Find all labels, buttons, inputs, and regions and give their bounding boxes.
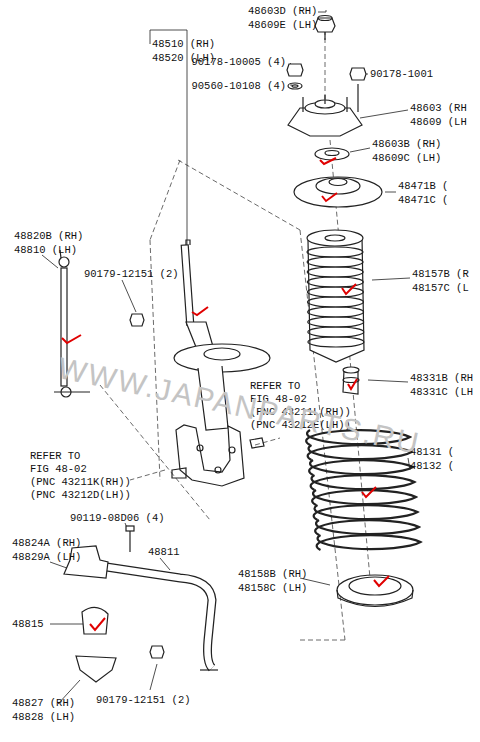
part-number: 48471B (	[398, 180, 448, 192]
spring-coil	[314, 505, 418, 520]
part-number: 48609C (LH)	[372, 152, 441, 164]
part-number: 48157C (L	[412, 282, 469, 294]
bellows-fold	[308, 327, 364, 337]
nut	[315, 16, 335, 41]
part-number: 48810 (LH)	[14, 244, 77, 256]
part-number: FIG 48-02	[30, 463, 87, 475]
spring-coil	[312, 490, 416, 505]
part-number: 48132 (	[410, 460, 454, 472]
spring-coil	[315, 520, 419, 535]
bump-stop	[343, 367, 359, 394]
part-number: 90178-1001	[370, 68, 433, 80]
part-number: 90179-12151 (2)	[84, 268, 179, 280]
part-number: 48609E (LH)	[248, 19, 317, 31]
part-number: REFER TO	[250, 380, 300, 392]
part-number: 48815	[12, 618, 44, 630]
part-number: 90560-10108 (4)	[191, 80, 286, 92]
spring-seat	[294, 177, 382, 207]
part-number: 48603 (RH	[410, 102, 467, 114]
part-number: 48827 (RH)	[12, 697, 75, 709]
bellows-fold	[308, 297, 364, 307]
part-number: 48603B (RH)	[372, 138, 441, 150]
shock-absorber	[172, 240, 270, 486]
watermark: WWW.JAPANPARTS.RU	[55, 352, 423, 460]
center-line	[100, 30, 372, 640]
part-number: 48331B (RH	[410, 372, 473, 384]
spring-coil	[309, 460, 413, 475]
part-number: (PNC 43212D(LH))	[30, 489, 131, 501]
bellows-fold	[307, 257, 363, 267]
part-number: 48609 (LH	[410, 116, 467, 128]
part-number: 48331C (LH	[410, 386, 473, 398]
part-number: 48820B (RH)	[14, 230, 83, 242]
part-number: 48158B (RH)	[238, 568, 307, 580]
part-number: 90119-08D06 (4)	[70, 512, 165, 524]
dust-boot	[307, 230, 364, 362]
spring-coil	[311, 475, 415, 490]
part-number: 48811	[148, 546, 180, 558]
bellows-fold	[308, 317, 364, 327]
part-number: 48828 (LH)	[12, 711, 75, 723]
bellows-fold	[307, 267, 363, 277]
part-number: 48520 (LH)	[152, 52, 215, 64]
part-number: 48603D (RH)	[248, 5, 317, 17]
bellows-fold	[308, 307, 364, 317]
bellows-fold	[307, 247, 363, 257]
part-number: 48158C (LH)	[238, 582, 307, 594]
stabilizer-bar	[100, 566, 218, 670]
bellows-fold	[307, 287, 363, 297]
part-number: 48829A (LH)	[12, 551, 81, 563]
part-number: 48157B (R	[412, 268, 469, 280]
part-number: REFER TO	[30, 450, 80, 462]
spring-coil	[317, 535, 421, 550]
bellows-fold	[308, 337, 364, 347]
spring-insulator	[337, 575, 413, 607]
bearing	[315, 148, 349, 160]
part-number: 90179-12151 (2)	[96, 694, 191, 706]
part-number: 48471C (	[398, 194, 448, 206]
part-number: (PNC 43211K(RH))	[30, 476, 131, 488]
part-number: 48510 (RH)	[152, 38, 215, 50]
nut	[287, 64, 366, 89]
part-number: 48824A (RH)	[12, 537, 81, 549]
strut-mount	[288, 84, 362, 136]
